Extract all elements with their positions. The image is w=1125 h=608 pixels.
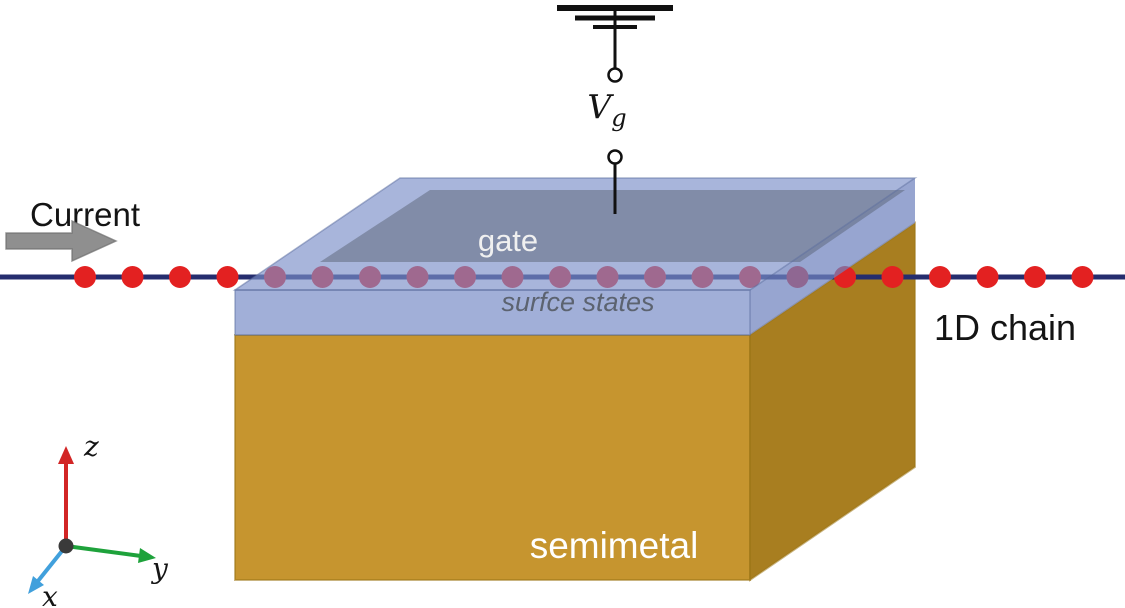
semimetal-side-edge — [749, 221, 916, 582]
axis-y-arrow — [65, 544, 142, 558]
dielectric-front-face — [235, 290, 750, 335]
axis-z-arrowhead — [58, 446, 74, 464]
gate-label: gate — [478, 223, 538, 258]
semimetal-label: semimetal — [530, 525, 699, 566]
axis-x-arrowhead — [28, 576, 44, 594]
gate-voltage-label: Vg — [587, 87, 626, 132]
current-arrow-edge — [5, 219, 118, 263]
gate-terminal-top — [607, 67, 623, 83]
chain-label: 1D chain — [934, 307, 1076, 348]
axis-z-label: z — [83, 430, 99, 463]
surface-states-label: surfce states — [501, 287, 654, 317]
semimetal-front-face — [235, 335, 750, 580]
chain-atom-dot — [74, 266, 96, 288]
dielectric-side-face — [750, 178, 915, 335]
gate-voltage-main: V — [587, 87, 614, 126]
chain-atom-dot — [881, 266, 904, 288]
chain-atom-dot — [929, 266, 951, 288]
axes-origin-dot — [58, 538, 74, 554]
dielectric-front-edge — [234, 289, 751, 336]
gate-voltage-subscript: g — [611, 104, 626, 132]
axis-y-label: y — [150, 552, 169, 585]
chain-atom-dot — [1024, 266, 1046, 288]
chain-atom-dot — [216, 266, 239, 288]
axis-x-label: x — [42, 580, 58, 608]
coordinate-axes: z y x — [28, 430, 169, 608]
chain-atom-dot — [121, 266, 144, 288]
chain-atom-dot — [1071, 266, 1094, 288]
axis-y-arrowhead — [138, 548, 156, 563]
semimetal-side-face — [750, 223, 915, 580]
current-arrow-icon — [6, 221, 116, 261]
chain-atom-dot — [169, 266, 191, 288]
gate-terminal-bottom — [607, 149, 623, 165]
gate-region — [320, 190, 905, 262]
chain-atom-dot — [976, 266, 999, 288]
